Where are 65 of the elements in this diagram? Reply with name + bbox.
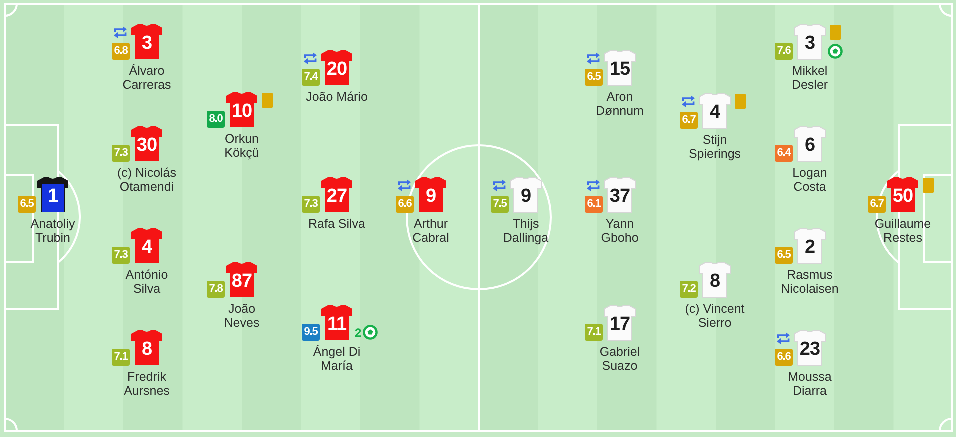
rating-badge: 7.3 <box>302 196 320 213</box>
goal-count: 2 <box>355 326 362 340</box>
rating-badge: 7.4 <box>302 69 320 86</box>
jersey: 37 <box>604 177 636 213</box>
jersey: 11 <box>321 305 353 341</box>
player-name: Ángel Di María <box>312 346 362 373</box>
jersey: 3 <box>131 24 163 60</box>
player-name: Aron Dønnum <box>595 91 645 118</box>
player-name: Orkun Kökçü <box>224 133 260 160</box>
jersey: 2 <box>794 228 826 264</box>
jersey: 4 <box>131 228 163 264</box>
jersey: 6 <box>794 126 826 162</box>
player-name: Mikkel Desler <box>790 65 830 92</box>
player-name: Arthur Cabral <box>412 218 450 245</box>
rating-badge: 6.6 <box>396 196 414 213</box>
rating-badge: 6.1 <box>585 196 603 213</box>
jersey: 87 <box>226 262 258 298</box>
rating-badge: 6.4 <box>775 145 793 162</box>
jersey: 8 <box>131 330 163 366</box>
jersey: 3 <box>794 24 826 60</box>
rating-badge: 7.2 <box>680 281 698 298</box>
jersey: 4 <box>699 93 731 129</box>
rating-badge: 7.3 <box>112 145 130 162</box>
player-name: João Neves <box>223 303 261 330</box>
player-name: Moussa Diarra <box>787 371 833 398</box>
player-name: Rafa Silva <box>308 218 366 232</box>
player-name: Yann Gboho <box>600 218 640 245</box>
player-name: João Mário <box>305 91 369 104</box>
jersey: 17 <box>604 305 636 341</box>
player-name: Thijs Dallinga <box>502 218 550 245</box>
player-name: Stijn Spierings <box>688 134 742 161</box>
player-name: Fredrik Aursnes <box>123 371 171 398</box>
rating-badge: 7.6 <box>775 43 793 60</box>
rating-badge: 6.8 <box>112 43 130 60</box>
player-name: Gabriel Suazo <box>598 346 642 373</box>
jersey: 20 <box>321 50 353 86</box>
rating-badge: 8.0 <box>207 111 225 128</box>
player-name: (c) Vincent Sierro <box>684 303 746 330</box>
jersey: 27 <box>321 177 353 213</box>
jersey: 15 <box>604 50 636 86</box>
rating-badge: 7.3 <box>112 247 130 264</box>
rating-badge: 9.5 <box>302 324 320 341</box>
rating-badge: 6.5 <box>585 69 603 86</box>
jersey: 1 <box>37 177 69 213</box>
rating-badge: 6.5 <box>775 247 793 264</box>
jersey: 30 <box>131 126 163 162</box>
player-name: Guillaume Restes <box>874 218 932 245</box>
jersey: 23 <box>794 330 826 366</box>
rating-badge: 6.7 <box>868 196 886 213</box>
rating-badge: 6.6 <box>775 349 793 366</box>
player-name: Logan Costa <box>792 167 828 194</box>
jersey: 9 <box>510 177 542 213</box>
rating-badge: 6.5 <box>18 196 36 213</box>
rating-badge: 6.7 <box>680 112 698 129</box>
player-name: Álvaro Carreras <box>122 65 172 92</box>
rating-badge: 7.1 <box>585 324 603 341</box>
jersey: 8 <box>699 262 731 298</box>
player-name: Anatoliy Trubin <box>30 218 76 245</box>
jersey: 10 <box>226 92 258 128</box>
rating-badge: 7.5 <box>491 196 509 213</box>
player-name: Rasmus Nicolaisen <box>780 269 840 296</box>
player-name: (c) Nicolás Otamendi <box>116 167 178 194</box>
player-name: António Silva <box>124 269 170 296</box>
rating-badge: 7.1 <box>112 349 130 366</box>
rating-badge: 7.8 <box>207 281 225 298</box>
